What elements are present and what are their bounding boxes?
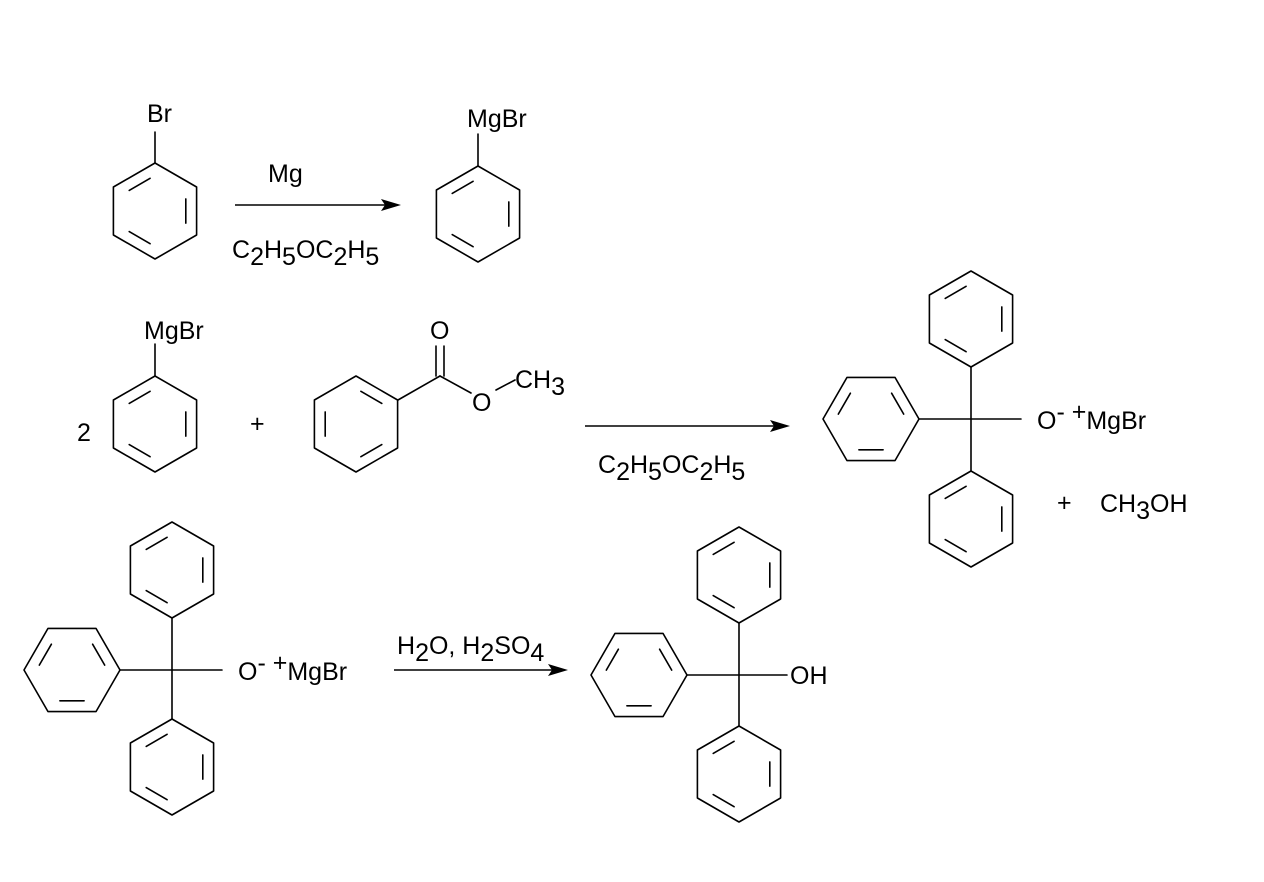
- hydrolysis-reagents: H2​O, H2​SO4​: [397, 632, 544, 667]
- arrow-3: [394, 664, 568, 676]
- plus-sign: +: [250, 410, 265, 438]
- arrow-2: [585, 420, 790, 432]
- benzene-ring: [590, 632, 688, 718]
- methyl-group: CH3​: [515, 366, 565, 401]
- reagent-mg: Mg: [268, 160, 303, 188]
- benzene-ring: [112, 375, 198, 473]
- benzene-ring: [696, 526, 782, 624]
- ring-carbonyl-bond: [397, 375, 441, 401]
- triphenylmethoxide-magnesium-bromide: O-​ +​MgBr: [23, 521, 347, 816]
- benzene-ring: [313, 375, 399, 473]
- mgbr-label: MgBr: [144, 317, 204, 345]
- hydroxyl-label: OH: [790, 662, 828, 690]
- bromo-label: Br: [147, 100, 172, 128]
- solvent-ether-2: C2​H5​OC2​H5​: [598, 451, 745, 486]
- triphenylmethoxide-magnesium-bromide: O-​ +​MgBr: [822, 270, 1146, 568]
- phenylmagnesium-bromide: MgBr: [435, 105, 527, 263]
- benzene-ring: [928, 270, 1014, 368]
- reaction-3: O-​ +​MgBr H2​O, H2​SO4​ OH: [23, 521, 828, 823]
- c-o-single-bond: [439, 375, 472, 394]
- benzene-ring: [822, 376, 920, 462]
- o-ch3-bond: [495, 379, 516, 391]
- benzene-ring: [23, 627, 121, 713]
- stoichiometric-coefficient: 2: [77, 419, 91, 447]
- triphenylmethanol: OH: [590, 526, 828, 823]
- mgbr-label: MgBr: [467, 105, 527, 133]
- benzene-ring: [112, 162, 198, 260]
- benzene-ring: [928, 470, 1014, 568]
- plus-sign: +: [1057, 489, 1072, 517]
- benzene-ring: [696, 725, 782, 823]
- benzene-ring: [129, 521, 215, 619]
- methyl-benzoate: O O CH3​: [313, 317, 565, 473]
- reaction-2: 2 MgBr + O O CH3​ C2​H5​OC2​H5​: [77, 270, 1188, 568]
- arrow-1: [235, 199, 401, 211]
- phenylmagnesium-bromide: MgBr: [112, 317, 204, 473]
- alkoxide-label: O-​ +​MgBr: [1037, 398, 1146, 435]
- bromobenzene: Br: [112, 100, 198, 260]
- benzene-ring: [129, 718, 215, 816]
- carbonyl-oxygen: O: [430, 317, 449, 345]
- solvent-ether-1: C2​H5​OC2​H5​: [232, 236, 379, 271]
- alkoxide-label: O-​ +​MgBr: [238, 649, 347, 686]
- methanol-label: CH3​OH: [1100, 490, 1188, 525]
- ester-oxygen: O: [472, 389, 491, 417]
- benzene-ring: [435, 165, 521, 263]
- reaction-1: Br Mg C2​H5​OC2​H5​ MgBr: [112, 100, 527, 271]
